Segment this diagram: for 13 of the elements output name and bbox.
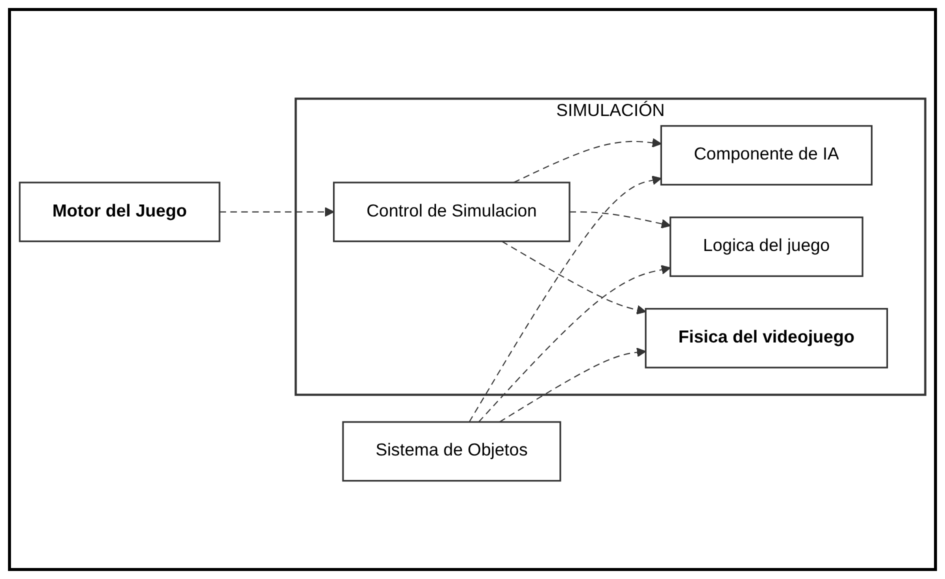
- arrow: [570, 211, 671, 228]
- node-box: Control de Simulacion: [333, 181, 570, 242]
- arrow: [220, 206, 334, 216]
- arrow: [468, 175, 662, 422]
- node-box: Componente de IA: [660, 124, 873, 186]
- arrow: [499, 347, 646, 422]
- arrow: [513, 138, 662, 183]
- node-box: Sistema de Objetos: [342, 420, 562, 482]
- node-box: Motor del Juego: [18, 181, 220, 242]
- arrow: [478, 264, 671, 422]
- node-box: Logica del juego: [670, 216, 864, 277]
- arrow: [502, 240, 646, 314]
- node-box: Fisica del videojuego: [644, 308, 888, 368]
